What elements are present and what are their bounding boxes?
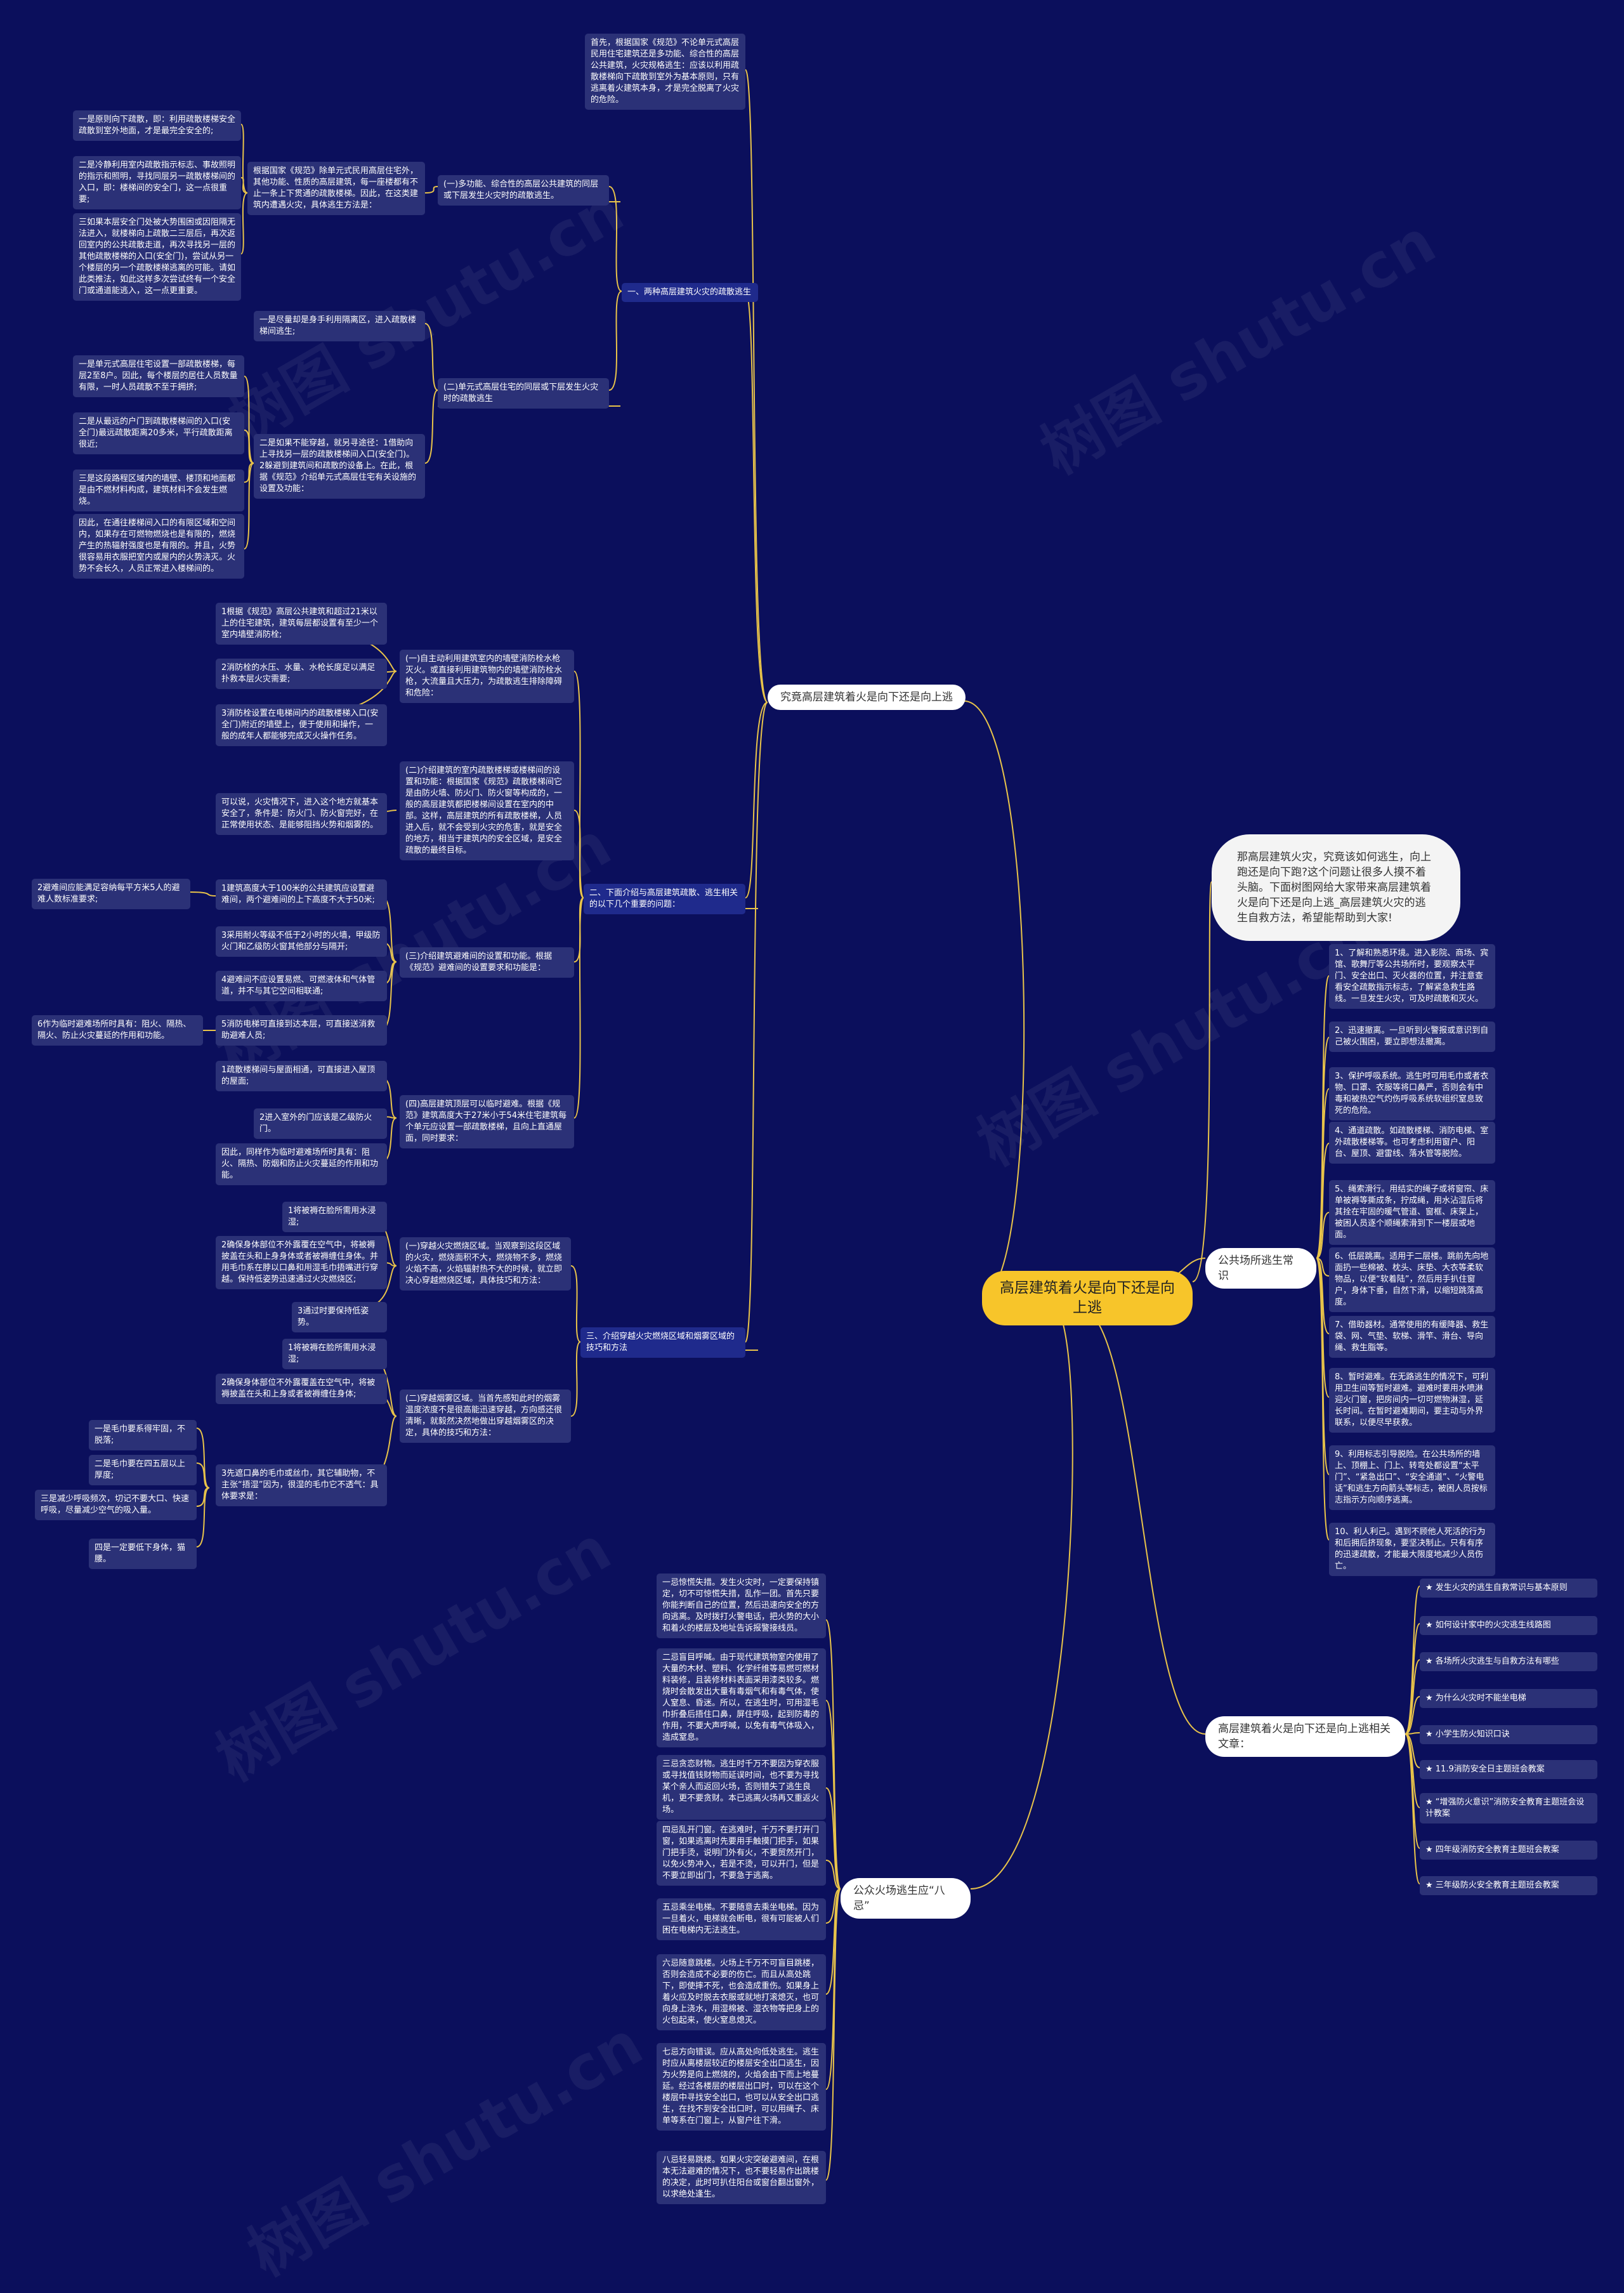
issue4-item[interactable]: 2进入室外的门应该是乙级防火门。 [254, 1108, 387, 1139]
s2-item[interactable]: 一是单元式高层住宅设置一部疏散楼梯，每层2至8户。因此，每个楼层的居住人员数量有… [73, 355, 244, 397]
cross2-item[interactable]: 3先遮口鼻的毛巾或丝巾，其它辅助物，不主张“捂湿”因为，很湿的毛巾它不透气：具体… [216, 1464, 387, 1506]
branch-up-or-down[interactable]: 究竟高层建筑着火是向下还是向上逃 [768, 685, 966, 710]
root-topic[interactable]: 高层建筑着火是向下还是向上逃 [982, 1271, 1193, 1325]
public-tip[interactable]: 9、利用标志引导脱险。在公共场所的墙上、顶棚上、门上、转弯处都设置“太平门”、“… [1329, 1445, 1495, 1510]
related-link[interactable]: ★ 小学生防火知识口诀 [1420, 1725, 1597, 1744]
s2-item[interactable]: 因此，在通往楼梯间入口的有限区域和空间内，如果存在可燃物燃烧也是有限的，燃烧产生… [73, 514, 244, 579]
related-link[interactable]: ★ 各场所火灾逃生与自救方法有哪些 [1420, 1652, 1597, 1671]
related-link[interactable]: ★ “增强防火意识”消防安全教育主题班会设计教案 [1420, 1793, 1597, 1823]
issue1-item[interactable]: 1根据《规范》高层公共建筑和超过21米以上的住宅建筑，建筑每层都设置有至少一个室… [216, 603, 387, 645]
issue1-item[interactable]: 2消防栓的水压、水量、水枪长度足以满足扑救本层火灾需要; [216, 659, 387, 689]
public-tip[interactable]: 7、借助器材。通常使用的有缓降器、救生袋、网、气垫、软梯、滑竿、滑台、导向绳、救… [1329, 1316, 1495, 1358]
connector-lines [190, 69, 1420, 2181]
s1-label[interactable]: (一)多功能、综合性的高层公共建筑的同层或下层发生火灾时的疏散逃生。 [438, 175, 609, 206]
issue3-item[interactable]: 4避难间不应设置易燃、可燃液体和气体管道，并不与其它空间相联通; [216, 971, 387, 1001]
public-tip[interactable]: 1、了解和熟悉环境。进入影院、商场、宾馆、歌舞厅等公共场所时，要观察太平门、安全… [1329, 944, 1495, 1009]
public-tip[interactable]: 5、绳索滑行。用结实的绳子或将窗帘、床单被褥等撕成条，拧成绳，用水沾湿后将其拴在… [1329, 1180, 1495, 1245]
taboo-item[interactable]: 三忌贪恋财物。逃生时千万不要因为穿衣服或寻找值钱财物而延误时间，也不要为寻找某个… [657, 1755, 826, 1820]
public-tip[interactable]: 6、低层跳离。适用于二层楼。跳前先向地面扔一些棉被、枕头、床垫、大衣等柔软物品，… [1329, 1247, 1495, 1312]
principle-text[interactable]: 首先，根据国家《规范》不论单元式高层民用住宅建筑还是多功能、综合性的高层公共建筑… [585, 34, 745, 110]
s2-item[interactable]: 二是从最远的户门到疏散楼梯间的入口(安全门)最远疏散距离20多米，平行疏散距离很… [73, 412, 244, 454]
related-link[interactable]: ★ 发生火灾的逃生自救常识与基本原则 [1420, 1579, 1597, 1598]
issue3-left[interactable]: 2避难间应能满足容纳每平方米5人的避难人数标准要求; [32, 879, 190, 909]
cross2-item[interactable]: 1将被褥在脸所需用水浸湿; [282, 1339, 387, 1369]
taboo-item[interactable]: 八忌轻易跳楼。如果火灾突破避难间，在根本无法避难的情况下，也不要轻易作出跳楼的决… [657, 2151, 826, 2204]
s1-item[interactable]: 一是原则向下疏散，即：利用疏散楼梯安全疏散到室外地面，才是最完全安全的; [73, 110, 241, 141]
s1-item[interactable]: 二是冷静利用室内疏散指示标志、事故照明的指示和照明，寻找同层另一疏散楼梯间的入口… [73, 156, 241, 209]
issue3-item[interactable]: 3采用耐火等级不低于2小时的火墙，甲级防火门和乙级防火窗其他部分与隔开; [216, 926, 387, 957]
cross2-label[interactable]: (二)穿越烟雾区域。当首先感知此时的烟雾温度浓度不是很高能迅速穿越，方向感还很清… [400, 1390, 571, 1443]
issue3-label[interactable]: (三)介绍建筑避难间的设置和功能。根据《规范》避难间的设置要求和功能是： [400, 947, 574, 978]
cross1-label[interactable]: (一)穿越火灾燃烧区域。当观察到这段区域的火灾，燃烧面积不大，燃烧物不多，燃烧火… [400, 1237, 571, 1291]
taboo-item[interactable]: 一忌惊慌失措。发生火灾时，一定要保持镇定，切不可惊慌失措，乱作一团。首先只要你能… [657, 1574, 826, 1638]
cross2-item[interactable]: 2确保身体部位不外露覆盖在空气中，将被褥披盖在头和上身或者被褥缠住身体; [216, 1374, 387, 1404]
issue1-label[interactable]: (一)自主动利用建筑室内的墙壁消防栓水枪灭火。或直接利用建筑物内的墙壁消防栓水枪… [400, 650, 574, 703]
issue3-left[interactable]: 6作为临时避难场所时具有：阻火、隔热、隔火、防止火灾蔓延的作用和功能。 [32, 1015, 203, 1046]
related-link[interactable]: ★ 四年级消防安全教育主题班会教案 [1420, 1841, 1597, 1860]
taboo-item[interactable]: 四忌乱开门窗。在逃难时，千万不要打开门窗，如果逃离时先要用手触摸门把手，如果门把… [657, 1821, 826, 1886]
cross1-item[interactable]: 3通过时要保持低姿势。 [292, 1302, 387, 1332]
public-tip[interactable]: 10、利人利己。遇到不顾他人死活的行为和后拥后挤现象，要坚决制止。只有有序的迅速… [1329, 1523, 1495, 1576]
branch-related-articles[interactable]: 高层建筑着火是向下还是向上逃相关文章： [1205, 1716, 1405, 1757]
public-tip[interactable]: 2、迅速撤离。一旦听到火警报或意识到自己被火围困，要立即想法撤离。 [1329, 1022, 1495, 1052]
s1-item[interactable]: 三如果本层安全门处被大势围困或因阻隔无法进入，就楼梯向上疏散二三层后，再次返回室… [73, 213, 241, 301]
cross1-item[interactable]: 2确保身体部位不外露覆在空气中，将被褥披盖在头和上身身体或者被褥缠住身体。并用毛… [216, 1236, 387, 1289]
issue4-item[interactable]: 因此，同样作为临时避难场所时具有：阻火、隔热、防烟和防止火灾蔓延的作用和功能。 [216, 1143, 387, 1185]
issue2-side[interactable]: 可以说，火灾情况下，进入这个地方就基本安全了，条件是：防火门、防火窗完好，在正常… [216, 793, 387, 835]
section-crossing[interactable]: 三、介绍穿越火灾燃烧区域和烟雾区域的技巧和方法 [580, 1327, 745, 1358]
branch-public-escape[interactable]: 公共场所逃生常识 [1205, 1248, 1316, 1289]
s2-label[interactable]: (二)单元式高层住宅的同层或下层发生火灾时的疏散逃生 [438, 378, 609, 409]
cross2-sub[interactable]: 三是减少呼吸频次，切记不要大口、快速呼吸，尽量减少空气的吸入量。 [35, 1490, 197, 1520]
public-tip[interactable]: 3、保护呼吸系统。逃生时可用毛巾或者衣物、口罩、衣服等将口鼻严，否则会有中毒和被… [1329, 1067, 1495, 1120]
cross2-sub[interactable]: 一是毛巾要系得牢固，不脱落; [89, 1420, 197, 1450]
issue1-item[interactable]: 3消防栓设置在电梯间内的疏散楼梯入口(安全门)附近的墙壁上，便于使用和操作，一般… [216, 704, 387, 746]
issue3-item[interactable]: 5消防电梯可直接到达本层，可直接送消救助避难人员; [216, 1015, 387, 1046]
issue4-item[interactable]: 1疏散楼梯间与屋面相通，可直接进入屋顶的屋面; [216, 1061, 387, 1091]
issue4-label[interactable]: (四)高层建筑顶层可以临时避难。根据《规范》建筑高度大于27米小于54米住宅建筑… [400, 1095, 574, 1148]
public-tip[interactable]: 8、暂时避难。在无路逃生的情况下，可利用卫生间等暂时避难。避难时要用水喷淋迎火门… [1329, 1368, 1495, 1433]
s2-second[interactable]: 二是如果不能穿越，就另寻途径：1借助向上寻找另一层的疏散楼梯间入口(安全门)。2… [254, 434, 425, 499]
related-link[interactable]: ★ 三年级防火安全教育主题班会教案 [1420, 1876, 1597, 1895]
section-important-issues[interactable]: 二、下面介绍与高层建筑疏散、逃生相关的以下几个重要的问题： [584, 884, 745, 914]
taboo-item[interactable]: 二忌盲目呼喊。由于现代建筑物室内使用了大量的木材、塑料、化学纤维等易燃可燃材料装… [657, 1648, 826, 1747]
issue2-label[interactable]: (二)介绍建筑的室内疏散楼梯或楼梯间的设置和功能：根据国家《规范》疏散楼梯间它是… [400, 761, 574, 860]
s2-first[interactable]: 一是尽量却是身手利用隔离区，进入疏散楼梯间逃生; [254, 311, 425, 341]
s2-item[interactable]: 三是这段路程区域内的墙壁、楼顶和地面都是由不燃材料构成，建筑材料不会发生燃烧。 [73, 470, 244, 511]
public-tip[interactable]: 4、通道疏散。如疏散楼梯、消防电梯、室外疏散楼梯等。也可考虑利用窗户、阳台、屋顶… [1329, 1122, 1495, 1164]
taboo-item[interactable]: 五忌乘坐电梯。不要随意去乘坐电梯。因为一旦着火，电梯就会断电，很有可能被人们困在… [657, 1898, 826, 1940]
related-link[interactable]: ★ 如何设计家中的火灾逃生线路图 [1420, 1616, 1597, 1635]
cross2-sub[interactable]: 二是毛巾要在四五层以上厚度; [89, 1455, 197, 1485]
taboo-item[interactable]: 六忌随意跳楼。火场上千万不可盲目跳楼，否则会造成不必要的伤亡。而且从高处跳下，即… [657, 1954, 826, 2030]
s1-intro[interactable]: 根据国家《规范》除单元式民用高层住宅外，其他功能、性质的高层建筑，每一座楼都有不… [247, 162, 425, 215]
section-two-types[interactable]: 一、两种高层建筑火灾的疏散逃生 [622, 283, 758, 302]
branch-eight-taboos[interactable]: 公众火场逃生应“八忌” [841, 1878, 971, 1919]
related-link[interactable]: ★ 11.9消防安全日主题班会教案 [1420, 1760, 1597, 1779]
cross1-item[interactable]: 1将被褥在脸所需用水浸湿; [282, 1202, 387, 1232]
cross2-sub[interactable]: 四是一定要低下身体，猫腰。 [89, 1539, 197, 1569]
related-link[interactable]: ★ 为什么火灾时不能坐电梯 [1420, 1689, 1597, 1708]
issue3-item[interactable]: 1建筑高度大于100米的公共建筑应设置避难间，两个避难间的上下高度不大于50米; [216, 879, 387, 910]
taboo-item[interactable]: 七忌方向错误。应从高处向低处逃生。逃生时应从离楼层较近的楼层安全出口逃生，因为火… [657, 2043, 826, 2131]
intro-node[interactable]: 那高层建筑火灾，究竟该如何逃生，向上跑还是向下跑?这个问题让很多人摸不着头脑。下… [1212, 834, 1460, 941]
